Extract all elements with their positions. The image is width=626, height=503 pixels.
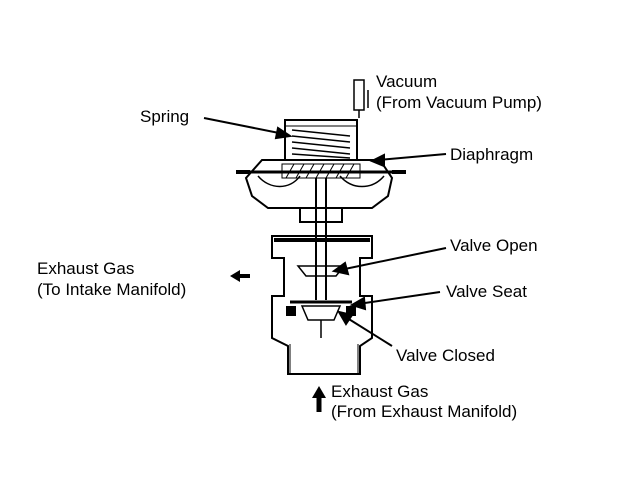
exhaust-out-destination-label: (To Intake Manifold) — [37, 280, 187, 299]
exhaust-in-label: Exhaust Gas — [331, 382, 429, 401]
vacuum-label: Vacuum — [376, 72, 438, 91]
diaphragm-label: Diaphragm — [450, 145, 534, 164]
diaphragm-leader — [369, 153, 447, 168]
valve-seat — [286, 300, 356, 316]
valve-open-leader — [331, 247, 447, 276]
vacuum-source-label: (From Vacuum Pump) — [376, 93, 542, 112]
diaphragm-plate — [281, 163, 361, 179]
exhaust-in-arrow — [312, 386, 326, 412]
valve-body — [271, 235, 373, 375]
valve-open-head — [296, 265, 346, 277]
valve-seat-leader — [349, 291, 441, 311]
exhaust-out-label: Exhaust Gas — [37, 259, 135, 278]
spring-coils — [291, 129, 351, 159]
diaphragm-chamber — [236, 159, 406, 209]
valve-closed-head — [300, 305, 342, 338]
valve-open-label: Valve Open — [450, 236, 538, 255]
exhaust-in-source-label: (From Exhaust Manifold) — [331, 402, 518, 421]
valve-seat-label: Valve Seat — [446, 282, 527, 301]
vacuum-nipple — [353, 79, 365, 118]
valve-closed-leader — [336, 310, 393, 347]
spring-leader — [203, 117, 293, 140]
valve-closed-label: Valve Closed — [396, 346, 495, 365]
spring-label: Spring — [140, 107, 190, 126]
exhaust-out-arrow — [230, 270, 250, 282]
